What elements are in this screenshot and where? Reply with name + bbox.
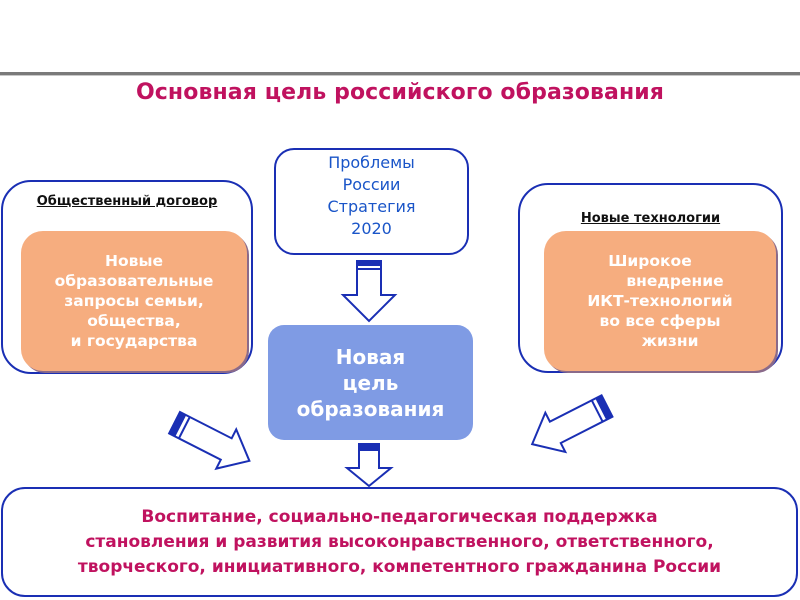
- arrow-down-left-icon: [530, 393, 614, 454]
- new-technologies-label: Новые технологии: [518, 210, 783, 227]
- line: становления и развития высоконравственно…: [85, 531, 714, 552]
- line: Проблемы: [328, 153, 415, 172]
- page-title: Основная цель российского образования: [135, 80, 665, 105]
- new-technologies-label-text: Новые технологии: [580, 211, 721, 226]
- line: 2020: [351, 219, 392, 238]
- line: и государства: [70, 332, 198, 350]
- line: Воспитание, социально-педагогическая под…: [141, 506, 658, 527]
- arrow-down-icon: [340, 260, 398, 323]
- line: во все сферы: [599, 312, 721, 330]
- line: образовательные: [54, 272, 214, 290]
- line: жизни: [641, 332, 699, 350]
- arrow-down-icon: [344, 443, 394, 488]
- arrow-down-right-icon: [167, 410, 251, 471]
- social-requests-box: Новые образовательные запросы семьи, общ…: [21, 231, 247, 371]
- top-divider: [0, 72, 800, 76]
- education-outcome-box: Воспитание, социально-педагогическая под…: [1, 487, 798, 597]
- line: Новые: [105, 252, 163, 270]
- line: внедрение: [626, 272, 724, 290]
- line: цель: [342, 370, 399, 395]
- ict-adoption-box: Широкое внедрение ИКТ-технологий во все …: [544, 231, 776, 371]
- line: Новая: [335, 344, 406, 369]
- line: Широкое: [608, 252, 692, 270]
- line: запросы семьи,: [64, 292, 204, 310]
- social-contract-label: Общественный договор: [1, 193, 253, 210]
- line: России: [342, 175, 401, 194]
- line: ИКТ-технологий: [587, 292, 733, 310]
- problems-strategy-box: Проблемы России Стратегия 2020: [274, 148, 469, 255]
- line: образования: [296, 396, 445, 421]
- new-education-goal-box: Новая цель образования: [268, 325, 473, 440]
- line: Стратегия: [327, 197, 416, 216]
- social-contract-label-text: Общественный договор: [36, 194, 218, 209]
- line: творческого, инициативного, компетентног…: [77, 556, 722, 577]
- line: общества,: [87, 312, 181, 330]
